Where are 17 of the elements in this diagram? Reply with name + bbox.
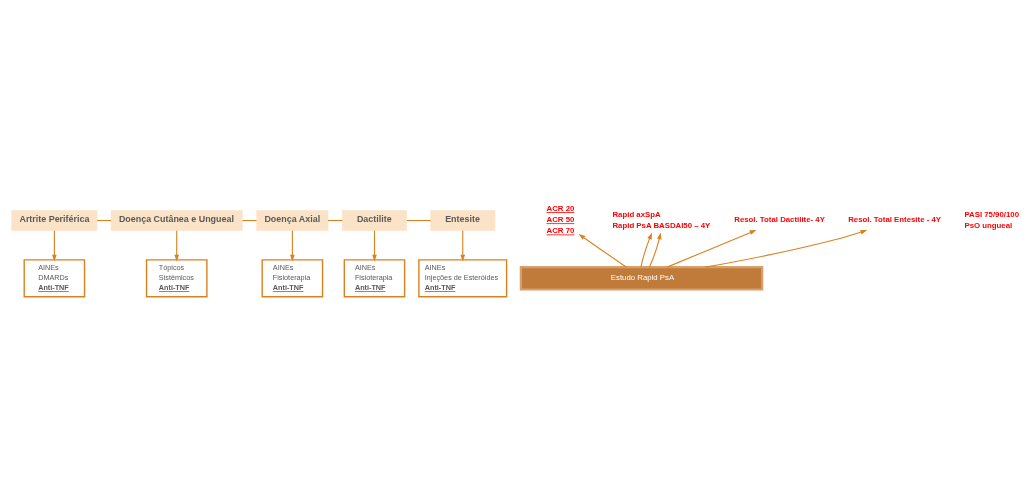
arrow [666, 229, 757, 268]
arrow [174, 229, 180, 262]
node-box: Doença Axial [256, 209, 329, 231]
node-box: Artrite Periférica [11, 209, 98, 231]
arrow [648, 232, 662, 268]
node-box: Dactilite [342, 209, 407, 231]
node-box: Entesite [430, 209, 496, 231]
node-box: Doença Cutânea e Ungueal [110, 209, 243, 231]
arrow [704, 229, 868, 268]
connector [406, 219, 432, 221]
arrow [290, 229, 295, 262]
arrow [460, 229, 466, 262]
arrow [578, 233, 627, 268]
arrow [372, 229, 377, 262]
arrow [640, 232, 652, 268]
arrow [52, 229, 57, 262]
connector [96, 219, 112, 221]
